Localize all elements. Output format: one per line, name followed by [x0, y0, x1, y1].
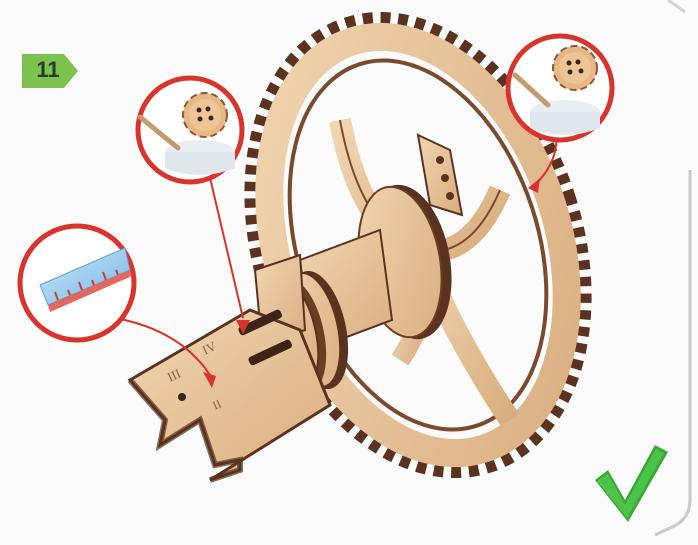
base-plate: IV III II — [130, 309, 330, 480]
glue-gear-callout — [138, 78, 242, 182]
glue-gear-callout — [508, 36, 612, 140]
check-icon — [595, 445, 668, 522]
ruler-callout — [20, 226, 134, 340]
